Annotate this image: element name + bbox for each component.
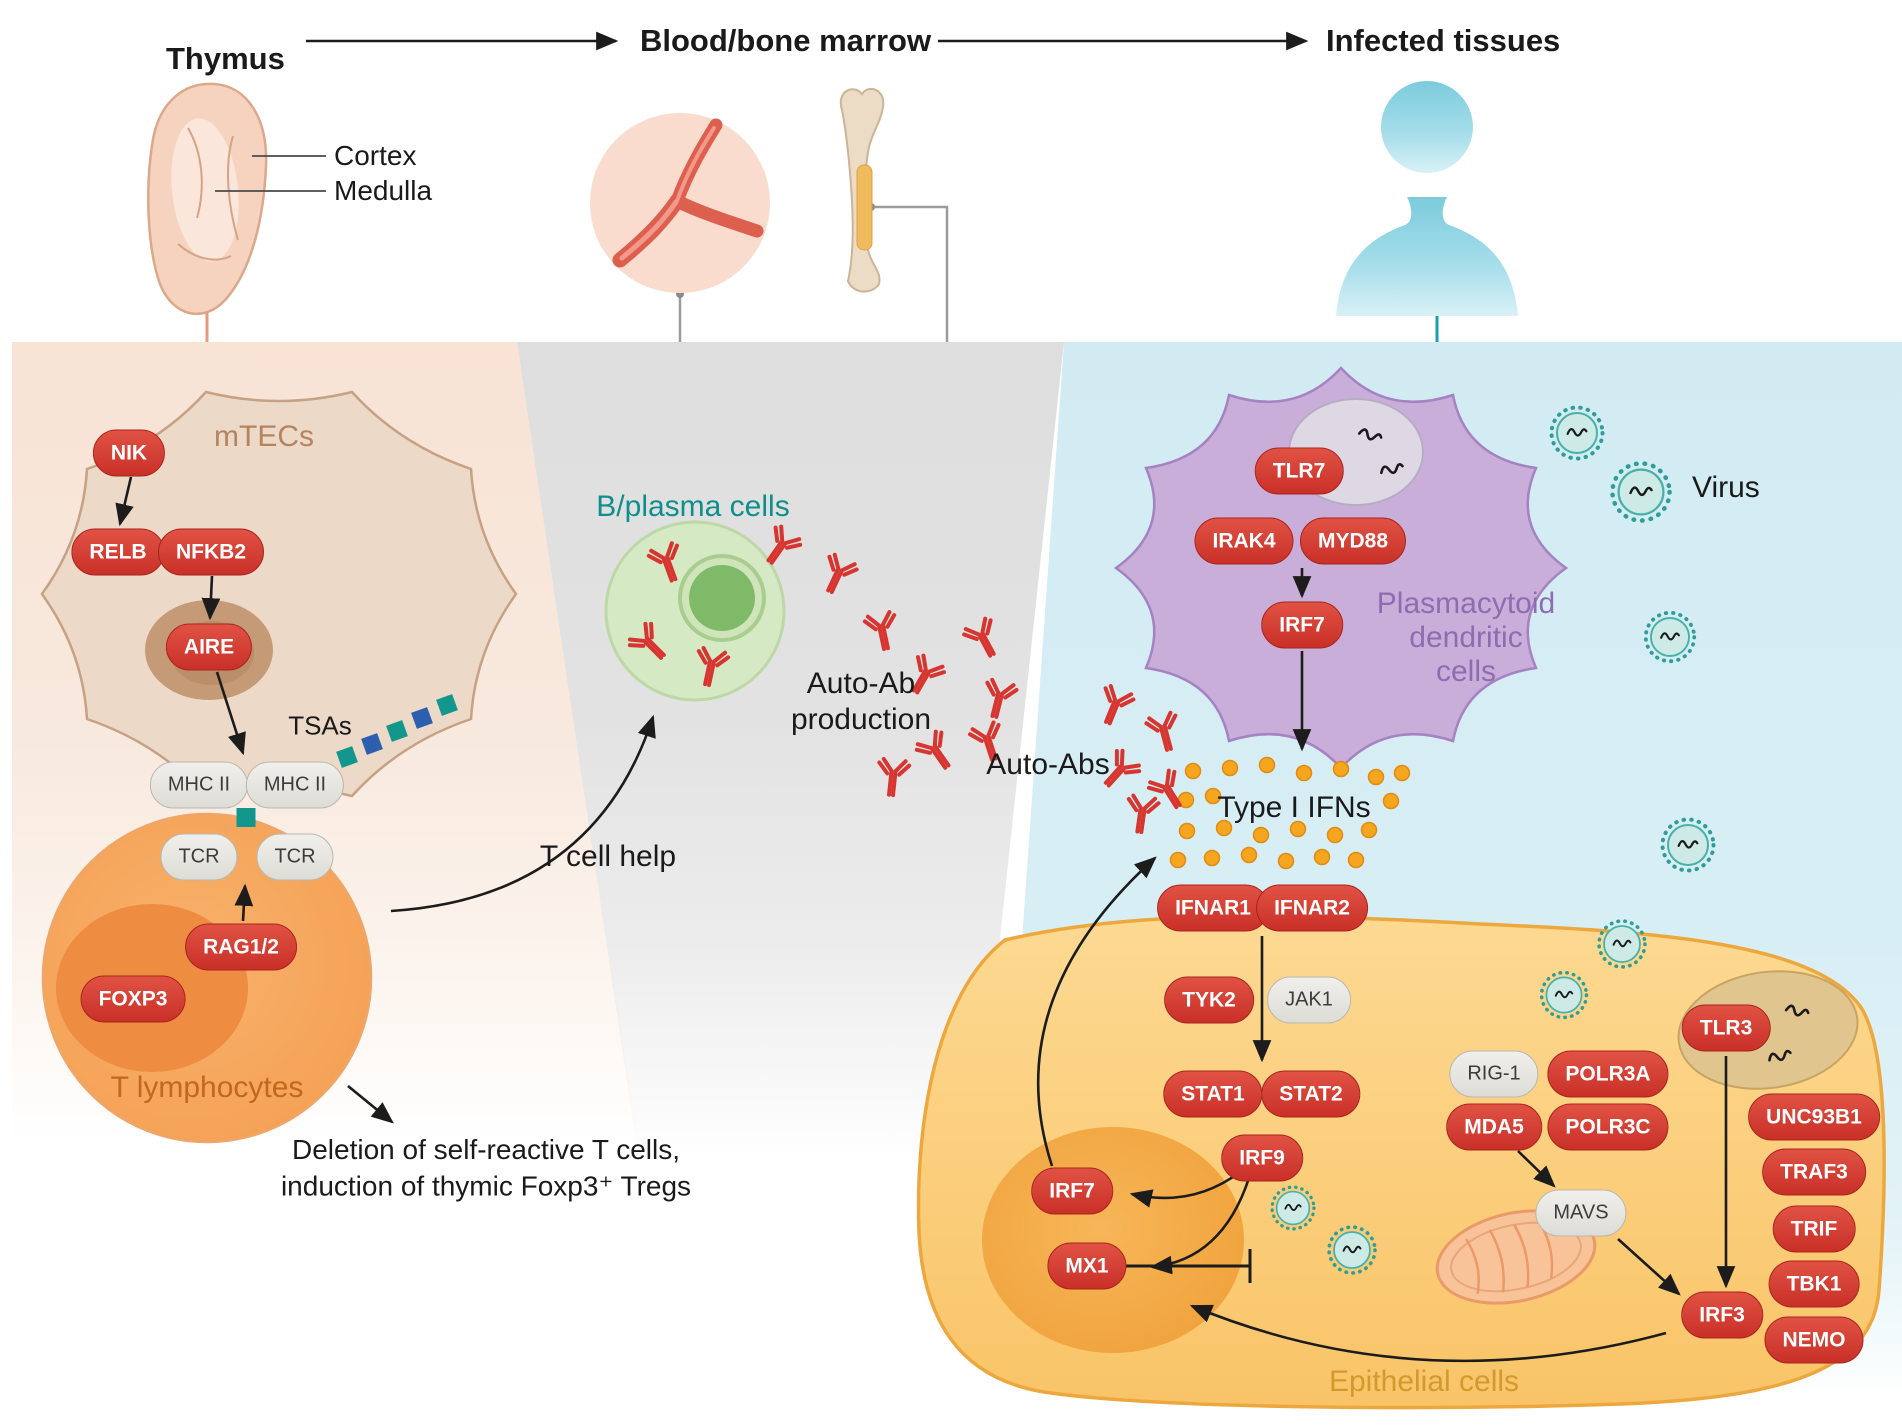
pdc-label-line1: Plasmacytoid — [1376, 587, 1556, 620]
pill-jak1: JAK1 — [1267, 976, 1351, 1024]
inhibition-mx1-virus — [1126, 1249, 1252, 1283]
header-thymus: Thymus — [166, 41, 285, 76]
arrow-ifn-feedback — [1036, 856, 1157, 1167]
pill-nik: NIK — [92, 429, 166, 477]
pill-myd88: MYD88 — [1299, 517, 1407, 565]
deletion-text-line1: Deletion of self-reactive T cells, — [291, 1134, 681, 1165]
pill-irf7-epithelial: IRF7 — [1031, 1167, 1113, 1215]
bone-illustration — [839, 87, 885, 293]
mtecs-label: mTECs — [214, 420, 314, 453]
peptide-antigen-square — [236, 808, 256, 827]
pill-irf3: IRF3 — [1681, 1291, 1763, 1339]
pill-tyk2: TYK2 — [1164, 976, 1254, 1024]
pill-irf9: IRF9 — [1221, 1134, 1303, 1182]
pill-rig1: RIG-1 — [1449, 1050, 1539, 1098]
pill-mda5: MDA5 — [1446, 1103, 1542, 1151]
tsas-label: TSAs — [288, 710, 352, 741]
b-plasma-cells-label: B/plasma cells — [596, 490, 790, 523]
human-silhouette — [1336, 81, 1518, 316]
type-i-ifns-label: Type I IFNs — [1217, 791, 1371, 824]
tsa-antigen-squares — [236, 694, 458, 827]
pill-stat2: STAT2 — [1261, 1070, 1361, 1118]
pill-tlr3: TLR3 — [1681, 1004, 1771, 1052]
header-blood-bone-marrow: Blood/bone marrow — [640, 23, 932, 58]
t-lymphocytes-label: T lymphocytes — [110, 1071, 304, 1104]
pill-irak4: IRAK4 — [1194, 517, 1294, 565]
pill-ifnar1: IFNAR1 — [1157, 884, 1269, 932]
pill-mhc2-right: MHC II — [245, 761, 345, 809]
pdc-label-line3: cells — [1435, 655, 1497, 688]
pill-traf3: TRAF3 — [1762, 1148, 1866, 1196]
pill-foxp3: FOXP3 — [80, 975, 186, 1023]
auto-ab-production-line1: Auto-Ab — [806, 667, 916, 700]
arrow-t-cell-help — [390, 714, 656, 913]
auto-abs-label: Auto-Abs — [986, 748, 1110, 781]
pill-polr3c: POLR3C — [1547, 1103, 1669, 1151]
pill-relb: RELB — [71, 528, 165, 576]
pdc-label-line2: dendritic — [1409, 621, 1523, 654]
pill-nemo: NEMO — [1764, 1316, 1864, 1364]
plasmacytoid-dendritic-cell — [1113, 366, 1569, 770]
auto-ab-production-line2: production — [790, 703, 932, 736]
cortex-label: Cortex — [334, 140, 417, 171]
pill-tlr7: TLR7 — [1254, 447, 1344, 495]
virus-label: Virus — [1692, 471, 1760, 504]
medulla-label: Medulla — [334, 175, 433, 206]
deletion-text-line2: induction of thymic Foxp3⁺ Tregs — [280, 1170, 692, 1202]
pill-ifnar2: IFNAR2 — [1256, 884, 1368, 932]
epithelial-cells-label: Epithelial cells — [1328, 1365, 1520, 1398]
pill-aire: AIRE — [165, 623, 253, 671]
pill-mhc2-left: MHC II — [149, 761, 249, 809]
pill-mx1: MX1 — [1047, 1242, 1127, 1290]
t-cell-help-label: T cell help — [539, 840, 677, 873]
pill-mavs: MAVS — [1535, 1189, 1627, 1237]
pill-tcr-left: TCR — [160, 833, 238, 881]
blood-vessel-illustration — [590, 113, 770, 293]
pill-unc93b1: UNC93B1 — [1748, 1093, 1880, 1141]
header-infected-tissues: Infected tissues — [1326, 23, 1561, 58]
pill-irf7-pdc: IRF7 — [1261, 601, 1343, 649]
arrow-irf3-to-nucleus — [1189, 1304, 1667, 1363]
pill-rag12: RAG1/2 — [185, 923, 297, 971]
b-plasma-cell — [604, 520, 786, 702]
thymus-organ-illustration — [147, 82, 326, 316]
connector-lines — [202, 203, 1442, 342]
pill-nfkb2: NFKB2 — [157, 528, 265, 576]
epithelial-nucleus — [982, 1127, 1244, 1353]
pill-stat1: STAT1 — [1163, 1070, 1263, 1118]
pill-trif: TRIF — [1772, 1205, 1856, 1253]
pill-tcr-right: TCR — [256, 833, 334, 881]
pill-tbk1: TBK1 — [1768, 1260, 1860, 1308]
pathway-arrows — [115, 31, 1736, 1363]
pill-polr3a: POLR3A — [1547, 1050, 1669, 1098]
